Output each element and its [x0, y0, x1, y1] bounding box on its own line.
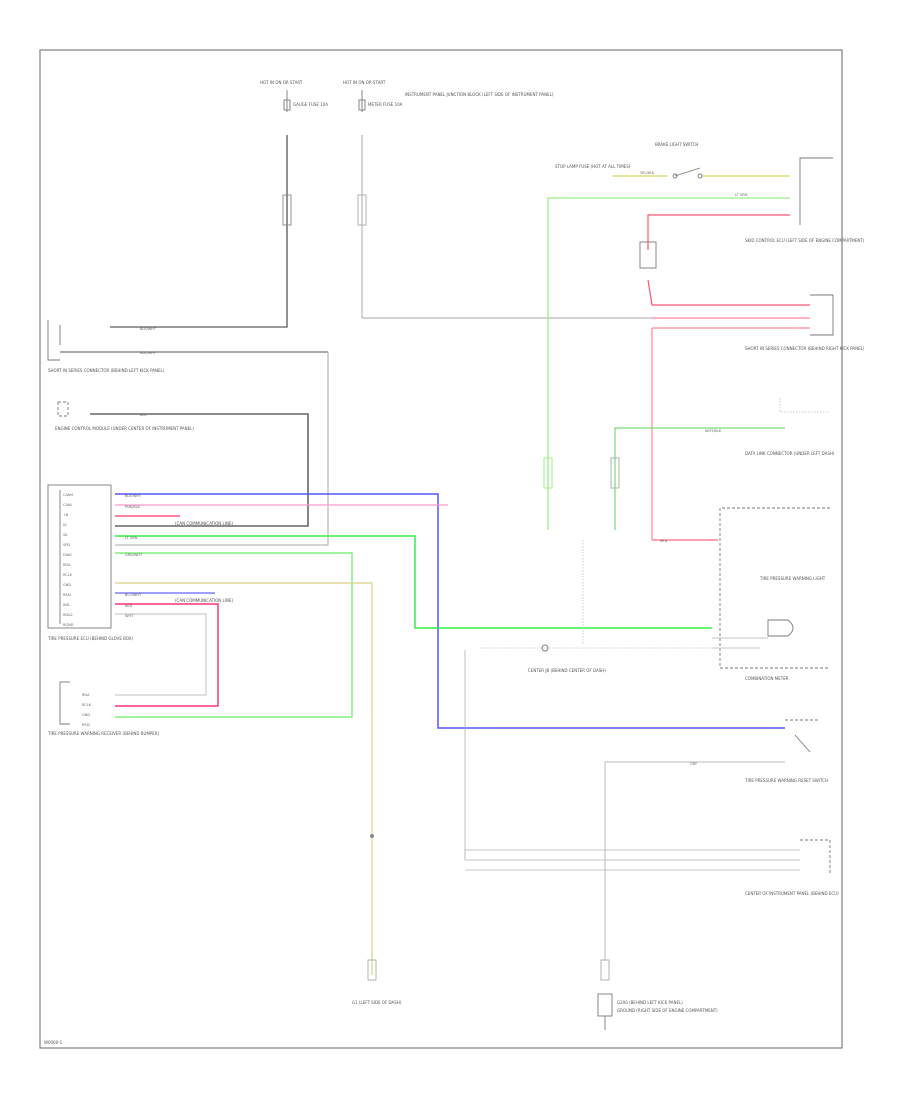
fuse-b-icon — [358, 99, 366, 111]
tpms-ecu: TIRE PRESSURE ECU (BEHIND GLOVE BOX) — [47, 484, 133, 641]
wire-tag-w12: GRY — [690, 762, 698, 766]
wire-tag-w14: LT GRN — [735, 193, 748, 197]
ecu-pin-4: SIL — [63, 533, 68, 537]
wire-green-2 — [115, 552, 353, 718]
combination-meter: COMBINATION METER TIRE PRESSURE WARNING … — [719, 507, 830, 681]
hot-fuse-b-label: HOT IN ON OR START — [343, 80, 386, 85]
wire-meter-feed — [361, 135, 655, 319]
ecu-pin-5: SPD — [63, 543, 70, 547]
ground-b-label: G200 (BEHIND LEFT KICK PANEL) — [617, 1000, 683, 1005]
reset-switch-label: TIRE PRESSURE WARNING RESET SWITCH — [744, 778, 828, 783]
ecu-pin-9: GND — [63, 583, 71, 587]
wire-blue — [115, 493, 785, 729]
ecu-pin-7: RDA — [63, 563, 71, 567]
ground-a-label: G1 (LEFT SIDE OF DASH) — [352, 1000, 402, 1005]
wire-tag-w3: BLU — [140, 413, 147, 417]
center-junction-label: CENTER JB (BEHIND CENTER OF DASH) — [528, 668, 606, 673]
wire-light-green-vert — [547, 197, 790, 530]
reset-switch: TIRE PRESSURE WARNING RESET SWITCH — [744, 719, 828, 783]
tpms-receiver: TIRE PRESSURE WARNING RECEIVER (BEHIND B… — [47, 681, 160, 736]
center-ecu-label: CENTER OF INSTRUMENT PANEL (BEHIND ECU) — [745, 891, 839, 896]
tpms-ecu-connector — [47, 484, 112, 629]
wire-engine-ecu-loop — [90, 413, 309, 527]
can-note-1: (CAN COMMUNICATION LINE) — [175, 521, 233, 526]
fuse-b-note: INSTRUMENT PANEL JUNCTION BLOCK (LEFT SI… — [405, 92, 554, 97]
footer-code: W0000-1 — [44, 1040, 63, 1045]
data-link-label: DATA LINK CONNECTOR (UNDER LEFT DASH) — [745, 451, 835, 456]
engine-ecu: BLU ENGINE CONTROL MODULE (UNDER CENTER … — [55, 401, 194, 431]
ecu-pin-13: RGND — [63, 623, 74, 627]
meter-gate-icon — [767, 619, 794, 637]
relay-icon — [639, 241, 657, 269]
ecu-pin-3: IG — [63, 523, 67, 527]
fuse-a-icon — [283, 99, 291, 111]
wire-tag-w6: LT GRN — [125, 536, 138, 540]
receiver-pin-2: GND — [82, 713, 90, 717]
junction-left-label: SHORT IN SERIES CONNECTOR (BEHIND LEFT K… — [48, 368, 165, 373]
receiver-pin-0: RDA — [82, 693, 90, 697]
wire-gray-reset — [604, 761, 785, 960]
wire-can-outer — [115, 352, 329, 546]
hot-fuse-a-label: HOT IN ON OR START — [260, 80, 303, 85]
wire-green-main — [115, 535, 712, 629]
tpms-receiver-label: TIRE PRESSURE WARNING RECEIVER (BEHIND B… — [47, 731, 160, 736]
wire-yellow — [115, 582, 373, 975]
ecu-pin-10: RSSI — [63, 593, 71, 597]
relay-connector-label: SHORT IN SERIES CONNECTOR (BEHIND RIGHT … — [745, 346, 865, 351]
skid-control-label: SKID CONTROL ECU (LEFT SIDE OF ENGINE CO… — [745, 238, 865, 243]
wire-tag-w10: RED — [125, 604, 133, 608]
ecu-pin-6: DIAG — [63, 553, 72, 557]
receiver-pin-3: RSSI — [82, 723, 90, 727]
ecu-pin-1: CANL — [63, 503, 72, 507]
wire-tag-w11: WHT — [125, 614, 134, 618]
engine-ecu-label: ENGINE CONTROL MODULE (UNDER CENTER OF I… — [55, 426, 194, 431]
ecu-pin-2: +B — [63, 513, 69, 517]
combination-meter-label: COMBINATION METER — [745, 676, 789, 681]
ecu-pin-labels: CANH CANL +B IG SIL SPD DIAG RDA RCLK GND RSSI IND R… — [63, 493, 74, 627]
diagram-frame — [39, 49, 843, 1049]
ecu-pin-8: RCLK — [63, 573, 73, 577]
brake-switch-label: BRAKE LIGHT SWITCH — [655, 142, 698, 147]
right-ground-label: GROUND (RIGHT SIDE OF ENGINE COMPARTMENT… — [617, 1008, 718, 1013]
stop-lamp-label: STOP LAMP FUSE (HOT AT ALL TIMES) — [555, 164, 631, 169]
center-junction: CENTER JB (BEHIND CENTER OF DASH) — [480, 644, 712, 673]
brake-switch: BRAKE LIGHT SWITCH STOP LAMP FUSE (HOT A… — [555, 142, 790, 179]
ground-b-icon — [597, 993, 613, 1017]
wire-tag-w7: GRN/WHT — [125, 553, 143, 557]
receiver-pin-labels: RDA RCLK GND RSSI — [82, 693, 92, 727]
wire-tag-w15: YEL/BLK — [640, 171, 655, 175]
ground-b: G200 (BEHIND LEFT KICK PANEL) GROUND (RI… — [597, 959, 718, 1030]
ground-a: G1 (LEFT SIDE OF DASH) — [352, 1000, 402, 1005]
meter-fuse: HOT IN ON OR START METER FUSE 10A INSTRU… — [343, 80, 554, 112]
wire-white-loop — [115, 613, 207, 696]
wire-tag-w13: WHT/BLK — [705, 429, 722, 433]
wire-gauge-feed — [110, 135, 288, 328]
can-note-2: (CAN COMMUNICATION LINE) — [175, 598, 233, 603]
ecu-pin-12: RDA2 — [63, 613, 73, 617]
wire-red-top — [647, 214, 790, 250]
splice-yellow — [370, 834, 374, 838]
fuse-b-label: METER FUSE 10A — [368, 102, 403, 107]
tpms-ecu-label: TIRE PRESSURE ECU (BEHIND GLOVE BOX) — [47, 636, 133, 641]
ecu-pin-0: CANH — [63, 493, 73, 497]
wire-tag-w9: BLU/WHT — [125, 593, 142, 597]
wire-green-dlc — [614, 427, 785, 530]
wire-tag-w1: BLK/WHT — [140, 327, 157, 331]
left-junction: BLK/WHT BLK/WHT SHORT IN SERIES CONNECTO… — [47, 320, 328, 373]
data-link: DATA LINK CONNECTOR (UNDER LEFT DASH) — [745, 398, 835, 456]
wire-tag-w8: RED — [660, 539, 668, 543]
tpms-indicator-label: TIRE PRESSURE WARNING LIGHT — [759, 576, 826, 581]
wire-tag-w4: BLK/WHT — [125, 494, 142, 498]
wire-tag-w2: BLK/WHT — [140, 351, 157, 355]
receiver-pin-1: RCLK — [82, 703, 92, 707]
ecu-pin-11: IND — [63, 603, 70, 607]
center-ecu: CENTER OF INSTRUMENT PANEL (BEHIND ECU) — [465, 839, 839, 896]
skid-connector — [799, 157, 833, 225]
gauge-fuse: HOT IN ON OR START GAUGE FUSE 10A — [260, 80, 328, 112]
wire-red-loop — [115, 603, 219, 707]
wire-red-relay — [647, 279, 810, 306]
wire-tag-w5: PNK/BLK — [125, 505, 141, 509]
fuse-a-label: GAUGE FUSE 10A — [293, 102, 328, 107]
